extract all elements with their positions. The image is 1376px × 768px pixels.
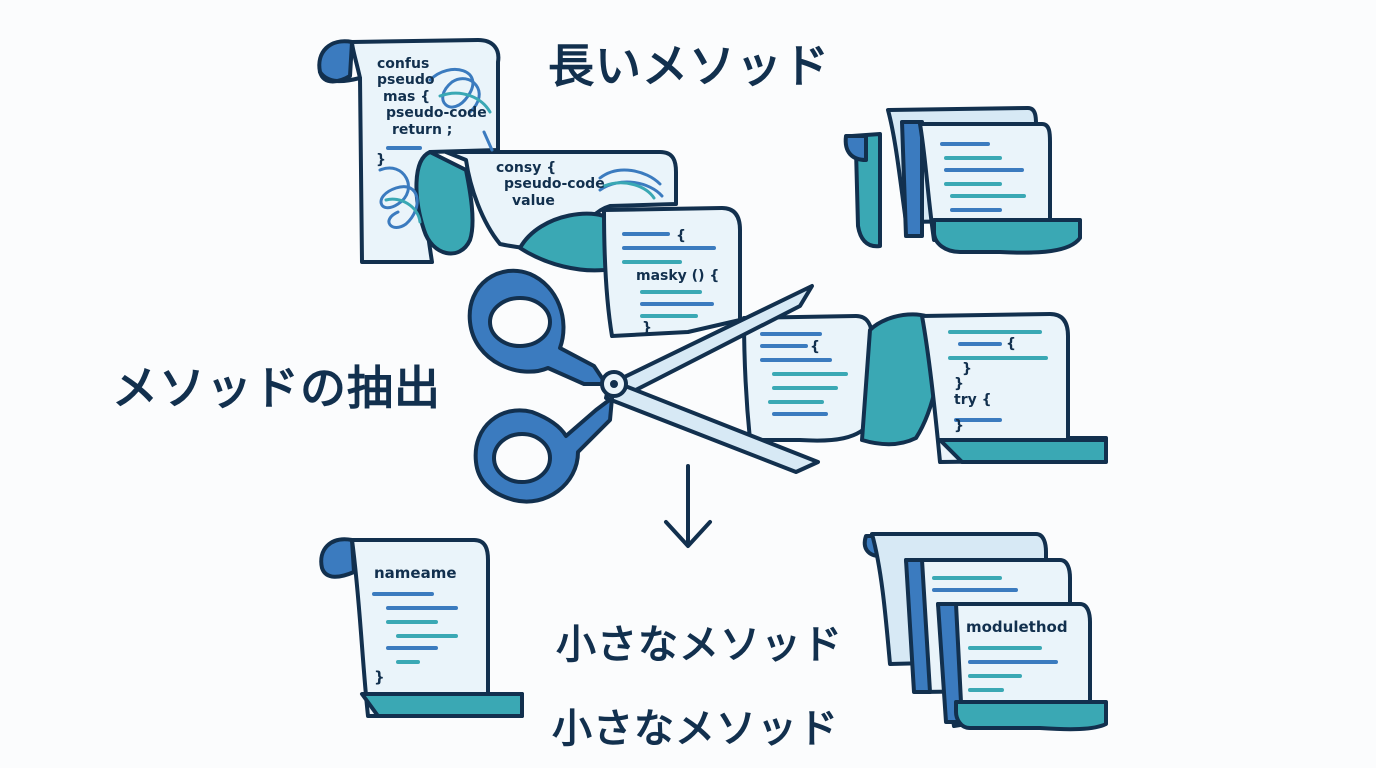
file-stack-top-right bbox=[843, 106, 1082, 255]
small-method-label-2: 小さなメソッド bbox=[552, 706, 839, 752]
code-line: pseudo bbox=[377, 72, 435, 88]
small-method-scroll bbox=[319, 537, 524, 718]
long-method-code-lines bbox=[386, 146, 1048, 422]
code-line: } bbox=[954, 418, 964, 434]
code-line: return ; bbox=[392, 122, 452, 138]
down-arrow-icon bbox=[664, 464, 712, 548]
scroll-sheet-2 bbox=[414, 150, 678, 256]
scroll-sheet-5 bbox=[920, 312, 1108, 464]
code-line: { bbox=[676, 228, 686, 244]
code-line: { bbox=[1006, 336, 1016, 352]
module-file-stack bbox=[862, 532, 1108, 732]
small-method-close: } bbox=[374, 668, 385, 686]
messy-scribbles bbox=[378, 68, 664, 229]
top-right-stack-lines bbox=[940, 142, 1026, 212]
code-line: confus bbox=[377, 56, 429, 72]
long-method-code-text: confus pseudo mas { pseudo-code return ;… bbox=[376, 56, 1016, 434]
code-line: mas { bbox=[383, 89, 430, 105]
code-line: value bbox=[512, 193, 555, 209]
extract-method-label: メソッドの抽出 bbox=[112, 361, 441, 415]
code-line: } bbox=[962, 361, 972, 377]
code-line: try { bbox=[954, 392, 992, 408]
code-line: { bbox=[810, 339, 820, 355]
code-line: consy { bbox=[496, 160, 556, 176]
code-line: } bbox=[954, 376, 964, 392]
small-method-label-1: 小さなメソッド bbox=[556, 622, 843, 668]
scissors-icon bbox=[467, 268, 820, 504]
code-line: } bbox=[376, 152, 386, 168]
long-method-label: 長いメソッド bbox=[548, 39, 830, 93]
code-line: masky () { bbox=[636, 268, 719, 284]
small-method-name: nameame bbox=[374, 564, 457, 582]
code-line: } bbox=[642, 320, 652, 336]
code-line: pseudo-code bbox=[504, 176, 605, 192]
small-method-lines bbox=[372, 592, 458, 664]
code-line: pseudo-code bbox=[386, 105, 487, 121]
module-name: modulethod bbox=[966, 618, 1068, 636]
long-method-scroll bbox=[317, 38, 1108, 464]
module-stack-lines bbox=[932, 576, 1058, 692]
